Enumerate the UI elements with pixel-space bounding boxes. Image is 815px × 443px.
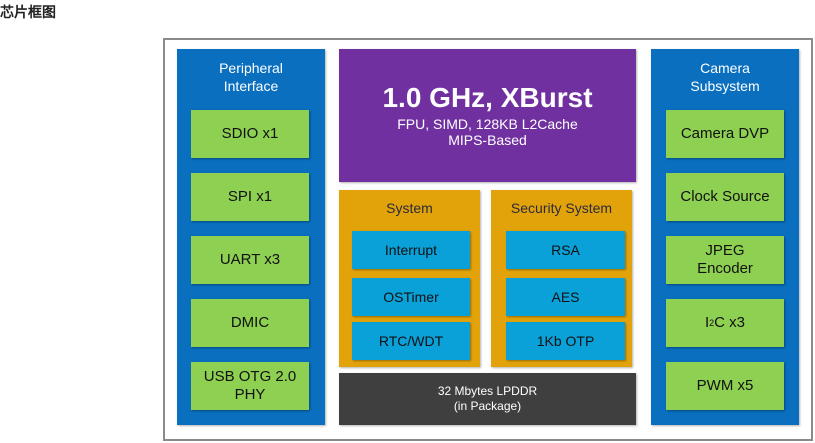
lpddr-package: (in Package)	[453, 399, 522, 413]
rtc-wdt-block: RTC/WDT	[352, 322, 470, 360]
otp-block: 1Kb OTP	[506, 322, 625, 360]
usb-otg-block: USB OTG 2.0 PHY	[191, 362, 309, 410]
cpu-arch: MIPS-Based	[448, 132, 527, 148]
clock-source-block: Clock Source	[666, 173, 784, 221]
aes-block: AES	[506, 278, 625, 316]
sdio-block: SDIO x1	[191, 110, 309, 158]
system-heading: System	[386, 200, 433, 216]
pwm-block: PWM x5	[666, 362, 784, 410]
interrupt-block: Interrupt	[352, 231, 470, 269]
security-heading: Security System	[510, 200, 613, 216]
cpu-features: FPU, SIMD, 128KB L2Cache	[397, 116, 578, 132]
jpeg-encoder-block: JPEG Encoder	[666, 236, 784, 284]
spi-block: SPI x1	[191, 173, 309, 221]
ostimer-block: OSTimer	[352, 278, 470, 316]
lpddr-size: 32 Mbytes LPDDR	[437, 384, 538, 398]
rsa-block: RSA	[506, 231, 625, 269]
cpu-block: 1.0 GHz, XBurst FPU, SIMD, 128KB L2Cache…	[339, 49, 636, 182]
page-title: 芯片框图	[0, 5, 56, 21]
dmic-block: DMIC	[191, 299, 309, 347]
uart-block: UART x3	[191, 236, 309, 284]
camera-dvp-block: Camera DVP	[666, 110, 784, 158]
cpu-headline: 1.0 GHz, XBurst	[382, 82, 593, 113]
lpddr-block: 32 Mbytes LPDDR (in Package)	[339, 373, 636, 425]
